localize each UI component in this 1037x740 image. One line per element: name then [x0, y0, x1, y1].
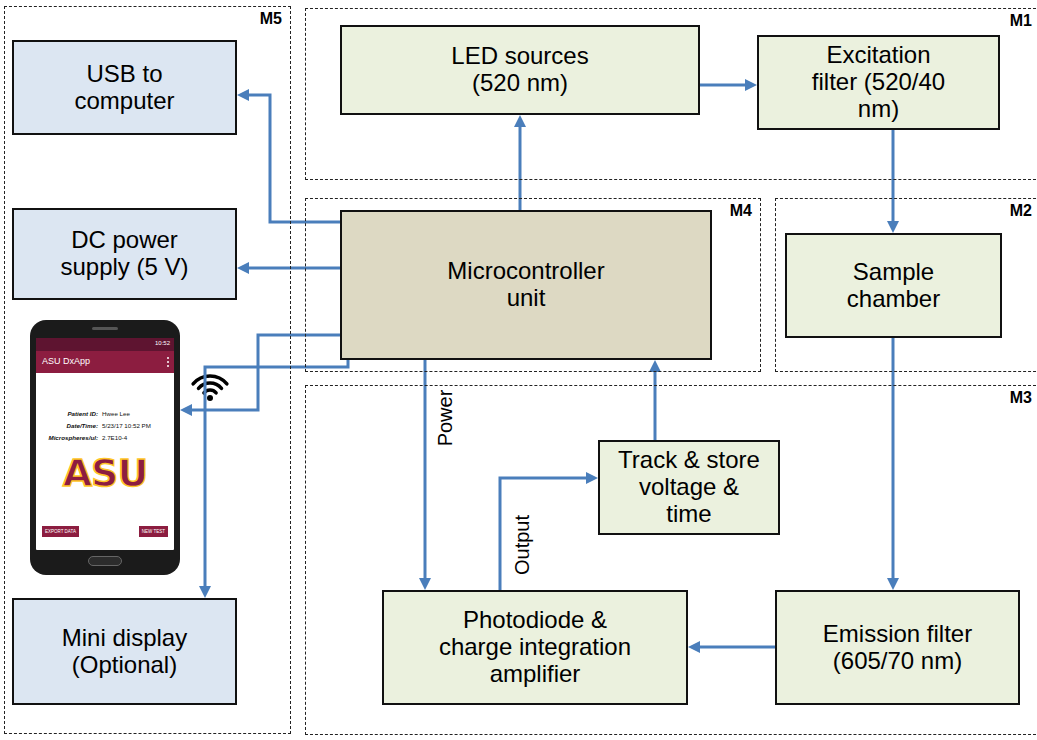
- box-label: USB to computer: [60, 61, 190, 115]
- signal-arrow: [519, 123, 522, 210]
- module-region: M3Track & store voltage & timePhotodiode…: [305, 385, 1037, 735]
- app-screen-text: Microspheres/ul:: [48, 434, 98, 441]
- connector-label: Power: [434, 388, 456, 449]
- signal-arrow: [654, 368, 657, 440]
- signal-arrow: [188, 335, 340, 410]
- menu-dot: [167, 357, 169, 359]
- process-box: Track & store voltage & time: [598, 440, 780, 535]
- module-label: M4: [730, 202, 752, 220]
- process-box: Sample chamber: [785, 233, 1002, 338]
- phone-home-button: [88, 556, 122, 566]
- app-screen-text: Hwee Lee: [102, 410, 130, 417]
- module-region: M4Microcontroller unit: [305, 198, 761, 372]
- wifi-arc: [193, 376, 227, 384]
- app-screen-text: ASU: [30, 454, 180, 492]
- app-screen-text: EXPORT DATA: [42, 526, 79, 537]
- app-screen-text: Date/Time:: [66, 422, 98, 429]
- signal-arrow: [892, 130, 895, 225]
- signal-arrow: [696, 646, 775, 649]
- module-label: M2: [1010, 202, 1032, 220]
- app-screen-text: Patient ID:: [67, 410, 98, 417]
- module-region: M1LED sources (520 nm) Excitation filter …: [305, 8, 1037, 180]
- signal-arrow: [245, 95, 340, 222]
- signal-arrow: [500, 478, 590, 590]
- wifi-dot: [207, 395, 213, 401]
- connector-group: [188, 85, 893, 647]
- module-region: M5USB to computer DC power supply (5 V) 10…: [4, 6, 291, 734]
- app-screen-text: 5/23/17 10:52 PM: [102, 422, 151, 429]
- process-box: Emission filter (605/70 nm): [775, 590, 1020, 705]
- menu-dot: [167, 361, 169, 363]
- box-label: Microcontroller unit: [436, 258, 616, 312]
- app-screen-text: ASU DxApp: [42, 356, 90, 367]
- module-region: M2Sample chamber: [775, 198, 1037, 372]
- wifi-arc: [199, 383, 222, 388]
- app-screen-text: NEW TEST: [139, 526, 168, 537]
- box-label: DC power supply (5 V): [55, 227, 195, 281]
- app-screen-text: 2.7E10-4: [102, 434, 127, 441]
- wifi-icon: [193, 376, 227, 401]
- box-label: LED sources (520 nm): [445, 43, 595, 97]
- signal-arrow: [892, 338, 895, 582]
- phone-speaker: [92, 327, 118, 330]
- box-label: Excitation filter (520/40 nm): [804, 42, 954, 123]
- box-label: Photodiode & charge integration amplifie…: [435, 607, 635, 688]
- box-label: Sample chamber: [839, 259, 949, 313]
- process-box: DC power supply (5 V): [12, 208, 237, 300]
- module-label: M3: [1010, 389, 1032, 407]
- phone-status-bar: [36, 338, 174, 351]
- connector-label: Output: [511, 513, 533, 577]
- process-box: Microcontroller unit: [340, 210, 712, 360]
- signal-arrow: [205, 360, 348, 590]
- menu-dot: [167, 365, 169, 367]
- process-box: Excitation filter (520/40 nm): [757, 35, 1000, 130]
- signal-arrow: [245, 267, 340, 270]
- module-label: M5: [260, 10, 282, 28]
- signal-arrow: [424, 360, 427, 582]
- signal-arrow: [700, 84, 749, 87]
- box-label: Track & store voltage & time: [616, 447, 763, 528]
- module-label: M1: [1010, 12, 1032, 30]
- box-label: Emission filter (605/70 nm): [818, 621, 978, 675]
- process-box: USB to computer: [12, 40, 237, 135]
- smartphone-app: 10:52ASU DxAppPatient ID: Hwee LeeDate/Ti…: [30, 320, 180, 575]
- process-box: LED sources (520 nm): [340, 25, 700, 115]
- box-label: Mini display (Optional): [55, 625, 195, 679]
- process-box: Photodiode & charge integration amplifie…: [382, 590, 688, 705]
- app-screen-text: 10:52: [155, 340, 170, 347]
- process-box: Mini display (Optional): [12, 598, 237, 705]
